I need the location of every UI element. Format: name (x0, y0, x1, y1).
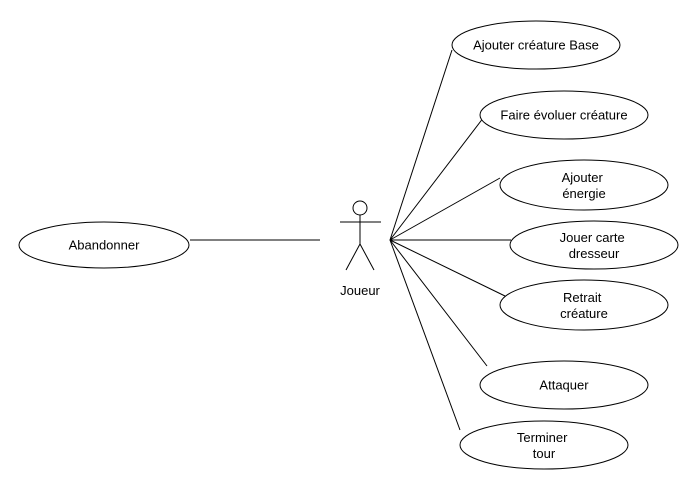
use-case-faire-evoluer-creature: Faire évoluer créature (479, 90, 649, 140)
use-case-label: Ajouter créature Base (473, 38, 599, 53)
use-case-label-line: Retrait (563, 290, 602, 305)
use-case-label: Faire évoluer créature (500, 108, 627, 123)
association-attaquer (389, 239, 488, 367)
associations (190, 49, 511, 431)
association-ajouter-energie (389, 177, 501, 241)
use-case-label-line: Ajouter (562, 170, 604, 185)
association-faire-evoluer-creature (389, 112, 488, 241)
use-case-label-line: Faire évoluer créature (500, 108, 627, 123)
use-case-label-line: Terminer (517, 430, 568, 445)
use-case-label-line: Abandonner (69, 238, 141, 253)
use-case-label-line: Attaquer (539, 378, 589, 393)
use-case-label-line: Ajouter créature Base (473, 38, 599, 53)
association-retrait-creature (389, 239, 506, 297)
actor-left-leg (345, 243, 361, 271)
association-terminer-tour (389, 239, 461, 431)
use-case-ellipse (459, 420, 629, 470)
use-case-label-line: créature (560, 306, 608, 321)
use-case-label: Attaquer (539, 378, 589, 393)
use-case-retrait-creature: Retrait créature (499, 279, 669, 331)
use-case-ellipse (499, 279, 669, 331)
use-case-ellipse (451, 20, 621, 70)
use-case-label-line: tour (533, 446, 556, 461)
actor-label: Joueur (340, 283, 380, 298)
actor-head (352, 200, 368, 216)
use-case-label: Jouer carte dresseur (560, 230, 629, 261)
use-case-ajouter-creature-base: Ajouter créature Base (451, 20, 621, 70)
association-ajouter-creature-base (389, 49, 453, 241)
use-case-label: Retrait créature (560, 290, 608, 321)
actor-joueur: Joueur (340, 200, 381, 298)
use-case-label-line: dresseur (569, 246, 620, 261)
use-case-attaquer: Attaquer (479, 360, 649, 410)
use-case-terminer-tour: Terminer tour (459, 420, 629, 470)
use-case-label: Terminer tour (517, 430, 571, 461)
use-case-ellipse (18, 221, 190, 269)
use-case-ajouter-energie: Ajouter énergie (499, 159, 669, 211)
use-case-label-line: Jouer carte (560, 230, 625, 245)
use-case-label: Abandonner (69, 238, 141, 253)
use-case-ellipse (499, 159, 669, 211)
use-case-label-line: énergie (562, 186, 605, 201)
use-case-abandonner: Abandonner (18, 221, 190, 269)
use-case-ellipse (479, 360, 649, 410)
use-case-ellipse (479, 90, 649, 140)
use-case-ellipse (509, 220, 679, 270)
use-case-label: Ajouter énergie (562, 170, 607, 201)
actor-right-leg (359, 243, 375, 271)
use-case-jouer-carte-dresseur: Jouer carte dresseur (509, 220, 679, 270)
